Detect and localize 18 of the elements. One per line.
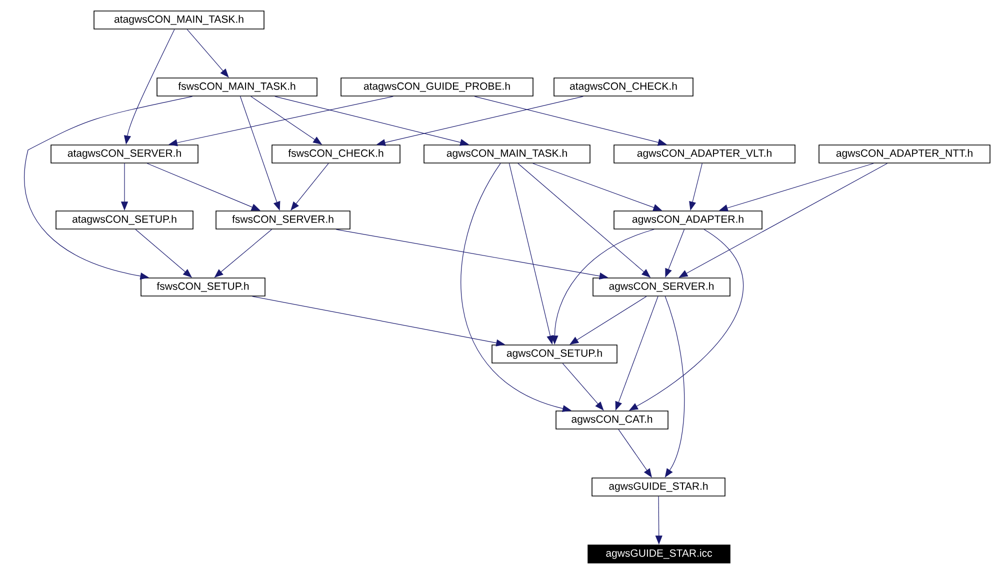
file-box: fswsCON_SERVER.h — [216, 210, 350, 230]
file-box: agwsCON_ADAPTER_NTT.h — [818, 144, 990, 164]
file-box: agwsCON_ADAPTER.h — [614, 210, 762, 230]
file-box: fswsCON_CHECK.h — [272, 144, 400, 164]
file-box: agwsCON_SERVER.h — [592, 278, 730, 296]
file-box: agwsCON_ADAPTER_VLT.h — [614, 144, 796, 164]
file-box: atagwsCON_SERVER.h — [50, 144, 198, 164]
file-box: agwsCON_CAT.h — [556, 410, 668, 430]
file-box: atagwsCON_GUIDE_PROBE.h — [340, 78, 534, 96]
file-box: agwsCON_SETUP.h — [492, 344, 618, 364]
file-box: agwsGUIDE_STAR.h — [592, 478, 726, 496]
file-box: atagwsCON_SETUP.h — [56, 210, 194, 230]
file-box: atagwsCON_MAIN_TASK.h — [94, 10, 264, 30]
file-box: atagwsCON_CHECK.h — [554, 78, 694, 96]
highlighted-file-box: agwsGUIDE_STAR.icc — [588, 544, 730, 564]
file-box: fswsCON_SETUP.h — [140, 278, 266, 296]
file-box: fswsCON_MAIN_TASK.h — [156, 78, 318, 96]
file-box: agwsCON_MAIN_TASK.h — [424, 144, 590, 164]
